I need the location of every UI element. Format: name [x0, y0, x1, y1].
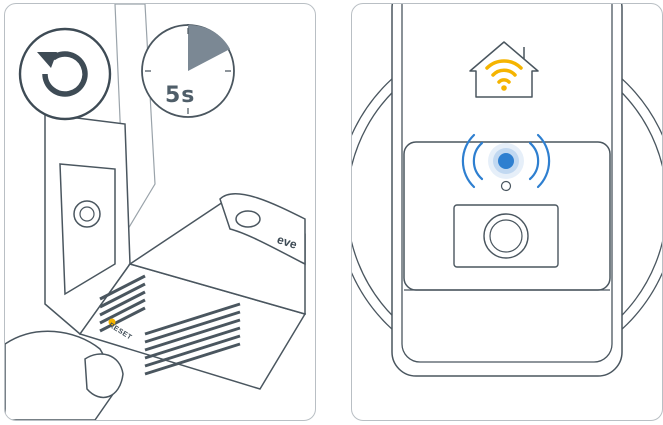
- camera-lens-inner: [79, 206, 95, 222]
- thumb: [84, 353, 124, 399]
- vent-left: [99, 274, 146, 333]
- signal-waves-icon: [461, 133, 551, 189]
- left-illustration: [5, 4, 307, 420]
- right-illustration: [352, 4, 662, 377]
- timer-icon: [141, 24, 235, 118]
- timer-label: 5s: [165, 83, 196, 108]
- vent-right: [144, 302, 241, 376]
- home-wifi-icon: [469, 41, 539, 98]
- reset-arrow-icon: [18, 27, 112, 121]
- camera-face: [59, 163, 116, 296]
- reset-led: [108, 318, 116, 326]
- right-panel: [351, 3, 663, 421]
- camera-lens-inner: [489, 219, 523, 253]
- mount-screw: [235, 210, 261, 228]
- mount-arm: [219, 193, 306, 266]
- left-panel: 5s RESET eve: [4, 3, 316, 421]
- camera-sensor: [500, 180, 512, 192]
